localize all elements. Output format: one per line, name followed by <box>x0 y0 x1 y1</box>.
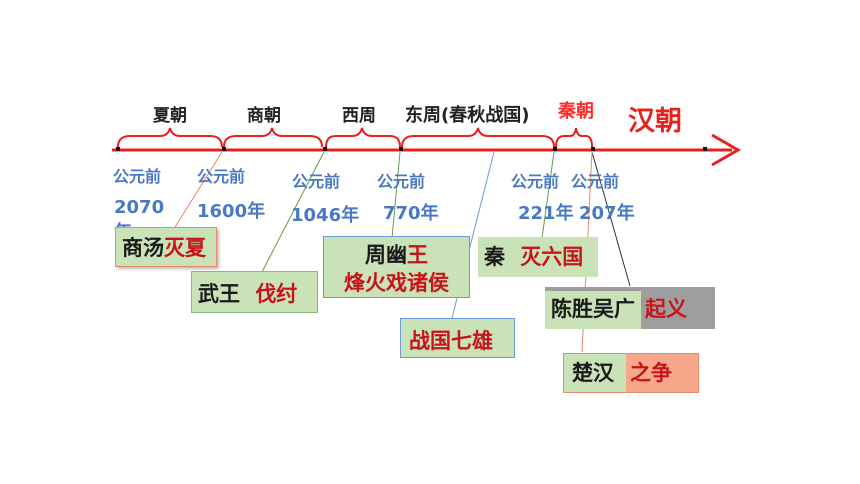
event-actor: 周幽 <box>365 243 407 267</box>
date-era-2: 公元前 <box>197 167 246 186</box>
date-era-3: 公元前 <box>292 172 341 191</box>
date-year-1-suffix: 年 <box>114 218 132 230</box>
event-action: 伐纣 <box>255 282 298 306</box>
event-box-warring-states: 战国七雄 <box>400 318 515 358</box>
period-braces <box>117 127 593 148</box>
date-year-6: 207年 <box>579 203 635 224</box>
event-box-qin-unification: 秦 灭六国 <box>478 237 598 277</box>
event-action: 起义 <box>645 297 687 321</box>
dynasty-shang: 商朝 <box>247 106 281 126</box>
event-box-chen-sheng: 陈胜吴广起义 <box>545 287 715 329</box>
tick-marks <box>116 147 707 151</box>
dynasty-western-zhou: 西周 <box>342 106 376 126</box>
event-box-shang-tang: 商汤灭夏 <box>115 227 217 267</box>
event-action: 之争 <box>630 361 672 385</box>
event-actor: 武王 <box>198 282 240 306</box>
date-year-5: 221年 <box>518 203 574 224</box>
date-year-4: 770年 <box>383 203 439 224</box>
date-era-1: 公元前 <box>113 167 162 186</box>
event-action: 灭六国 <box>520 245 584 269</box>
event-box-wu-wang: 武王 伐纣 <box>191 271 318 313</box>
event-box-chu-han: 楚汉之争 <box>563 353 699 393</box>
date-era-6: 公元前 <box>571 172 620 191</box>
event-actor: 楚汉 <box>564 354 626 392</box>
dynasty-xia: 夏朝 <box>153 106 187 126</box>
event-detail: 烽火戏诸侯 <box>344 271 449 295</box>
dynasty-qin: 秦朝 <box>558 101 594 122</box>
date-year-1: 2070 <box>114 197 165 218</box>
date-era-5: 公元前 <box>511 172 560 191</box>
event-action: 灭夏 <box>164 236 206 260</box>
date-era-4: 公元前 <box>377 172 426 191</box>
event-actor: 陈胜吴广 <box>545 291 641 329</box>
event-actor: 秦 <box>484 245 505 269</box>
date-year-2: 1600年 <box>197 201 266 222</box>
event-actor: 商汤 <box>122 236 164 260</box>
event-label: 战国七雄 <box>409 329 493 353</box>
event-action: 王 <box>407 243 428 267</box>
dynasty-han: 汉朝 <box>628 106 682 137</box>
timeline-axis <box>112 133 742 167</box>
dynasty-eastern-zhou: 东周(春秋战国) <box>405 105 530 126</box>
date-year-3: 1046年 <box>291 205 360 226</box>
event-box-zhou-you: 周幽王 烽火戏诸侯 <box>323 236 470 298</box>
